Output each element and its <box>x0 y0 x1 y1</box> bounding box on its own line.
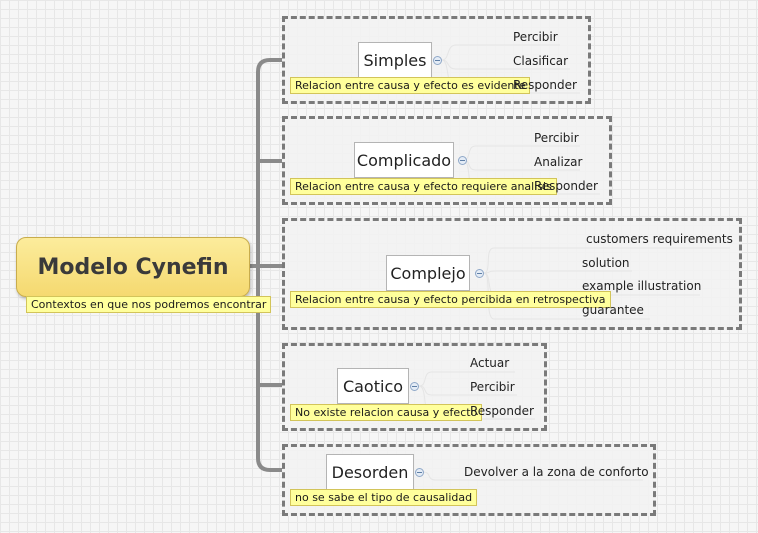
leaf-simples-2[interactable]: Clasificar <box>513 54 569 68</box>
collapse-caotico-icon[interactable] <box>410 382 419 391</box>
leaf-complejo-1[interactable]: customers requirements <box>586 232 733 246</box>
note-complicado: Relacion entre causa y efecto requiere a… <box>290 178 557 195</box>
central-topic[interactable]: Modelo Cynefin <box>16 237 250 297</box>
leaf-complicado-2[interactable]: Analizar <box>534 155 583 169</box>
leaf-complicado-3[interactable]: Responder <box>534 179 598 193</box>
note-complejo: Relacion entre causa y efecto percibida … <box>290 291 611 308</box>
leaf-complejo-4[interactable]: guarantee <box>582 303 644 317</box>
leaf-caotico-3[interactable]: Responder <box>470 404 534 418</box>
topic-complejo-label: Complejo <box>390 263 466 283</box>
leaf-complejo-3[interactable]: example illustration <box>582 279 702 293</box>
topic-desorden-label: Desorden <box>331 462 409 482</box>
collapse-desorden-icon[interactable] <box>415 468 424 477</box>
leaf-desorden-1[interactable]: Devolver a la zona de conforto <box>464 465 649 479</box>
central-topic-label: Modelo Cynefin <box>37 254 229 280</box>
topic-complicado[interactable]: Complicado <box>354 142 454 178</box>
topic-caotico[interactable]: Caotico <box>337 368 409 404</box>
collapse-complejo-icon[interactable] <box>475 269 484 278</box>
topic-desorden[interactable]: Desorden <box>326 454 414 490</box>
leaf-simples-3[interactable]: Responder <box>513 78 577 92</box>
note-desorden: no se sabe el tipo de causalidad <box>290 489 478 506</box>
topic-caotico-label: Caotico <box>342 376 404 396</box>
note-caotico: No existe relacion causa y efecto <box>290 404 483 421</box>
leaf-caotico-2[interactable]: Percibir <box>470 380 515 394</box>
leaf-complicado-1[interactable]: Percibir <box>534 131 579 145</box>
leaf-caotico-1[interactable]: Actuar <box>470 356 510 370</box>
topic-complejo[interactable]: Complejo <box>386 255 470 291</box>
leaf-simples-1[interactable]: Percibir <box>513 30 558 44</box>
central-topic-note: Contextos en que nos podremos encontrar <box>26 296 272 313</box>
note-simples: Relacion entre causa y efecto es evident… <box>290 77 531 94</box>
collapse-complicado-icon[interactable] <box>458 156 467 165</box>
boundary-complejo <box>282 218 742 330</box>
topic-simples[interactable]: Simples <box>358 42 432 78</box>
leaf-complejo-2[interactable]: solution <box>582 256 630 270</box>
topic-complicado-label: Complicado <box>356 150 452 170</box>
topic-simples-label: Simples <box>363 50 427 70</box>
collapse-simples-icon[interactable] <box>433 56 442 65</box>
